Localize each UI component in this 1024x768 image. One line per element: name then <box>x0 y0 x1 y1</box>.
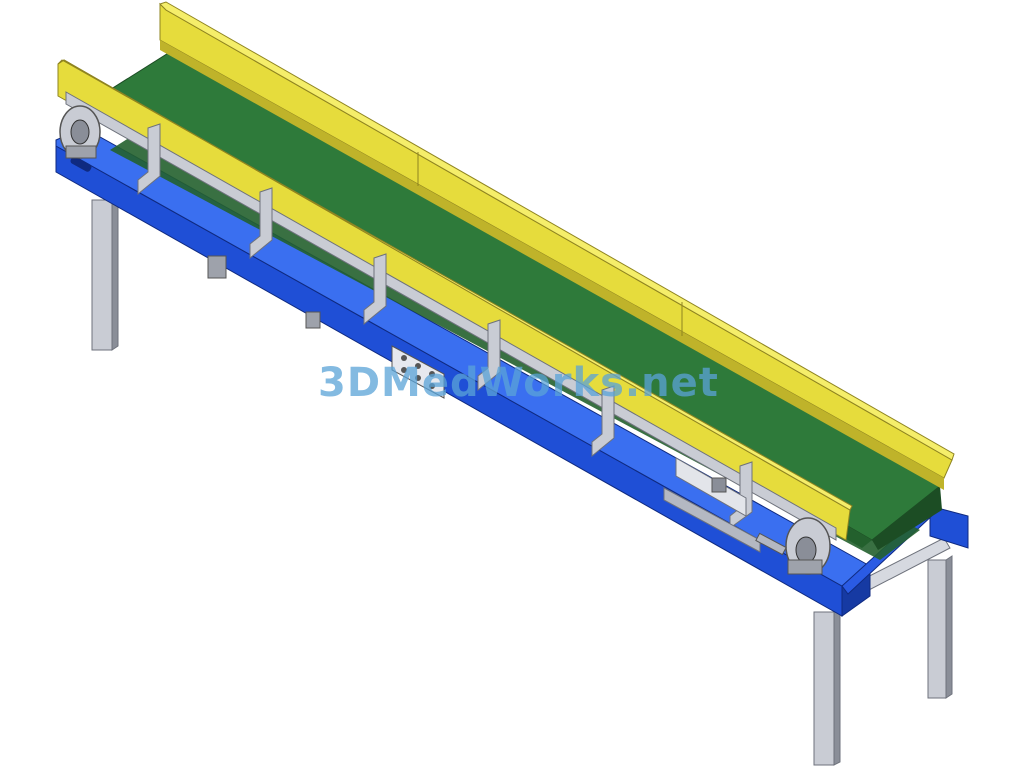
hanger-1 <box>207 255 227 279</box>
bracket-3 <box>363 253 387 326</box>
guard-rail-right <box>159 1 955 490</box>
support-legs <box>91 199 953 766</box>
rail-right-top <box>159 1 955 461</box>
junction-plate <box>391 345 445 399</box>
belt-end-roll <box>872 486 942 550</box>
leg-front-right-side <box>833 607 841 766</box>
bracket-1 <box>137 123 161 196</box>
plate-bolt <box>415 363 421 369</box>
tensioner-assembly <box>663 457 761 553</box>
rail-right-lip <box>160 40 944 490</box>
plate-bolt <box>429 383 435 389</box>
belt-surface <box>99 51 941 541</box>
bracket-5 <box>591 385 615 458</box>
guard-rail-left <box>57 59 853 541</box>
drive-shaft <box>755 532 787 556</box>
drive-pulley <box>755 517 831 575</box>
underslung-hangers <box>207 255 321 329</box>
tail-pulley-bearing <box>65 145 97 159</box>
leg-rear-right <box>927 559 947 699</box>
tail-pulley-hub <box>70 119 90 145</box>
leg-rear-right-side <box>945 555 953 699</box>
rail-left-face <box>57 59 851 541</box>
conveyor-belt <box>92 51 942 550</box>
tail-pulley <box>59 105 101 159</box>
rail-left-mount <box>65 91 837 541</box>
tensioner-base <box>663 487 761 553</box>
plate-bolt <box>429 371 435 377</box>
frame-slot <box>70 156 92 172</box>
tensioner-block <box>711 477 727 493</box>
drive-pulley-hub <box>795 536 817 564</box>
rail-left-top <box>57 59 853 511</box>
leg-rear-left <box>91 199 113 351</box>
hanger-2 <box>305 311 321 329</box>
frame-rear-right <box>929 505 969 549</box>
bracket-4 <box>477 319 501 392</box>
leg-rear-left-side <box>111 199 119 351</box>
plate-bolt <box>415 375 421 381</box>
plate-bolt <box>401 355 407 361</box>
leg-front-right <box>813 611 835 766</box>
plate-bolt <box>401 367 407 373</box>
drive-pulley-bearing <box>787 559 823 575</box>
bracket-2 <box>249 187 273 260</box>
